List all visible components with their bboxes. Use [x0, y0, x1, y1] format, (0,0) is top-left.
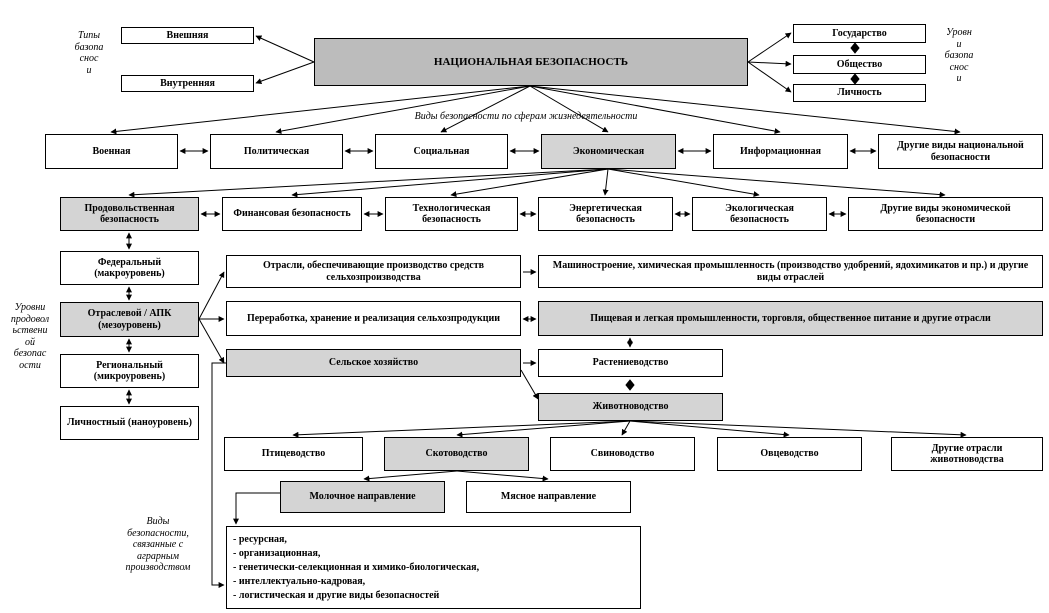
- connector-line: [747, 61, 792, 93]
- connector-line: [198, 318, 225, 364]
- agri-security-item: - генетически-селекционная и химико-биол…: [233, 561, 480, 573]
- food-level-industry: Отраслевой / АПК (мезоуровень): [60, 302, 199, 337]
- agri-security-item: - логистическая и другие виды безопаснос…: [233, 589, 440, 601]
- level-person: Личность: [793, 84, 926, 102]
- apk-supply-detail: Машиностроение, химическая промышленност…: [538, 255, 1043, 288]
- livestock-pig: Свиноводство: [550, 437, 695, 471]
- connector-line: [450, 168, 609, 198]
- sphere-military: Военная: [45, 134, 178, 169]
- sphere-economic: Экономическая: [541, 134, 676, 169]
- agri-security-item: - ресурсная,: [233, 533, 287, 545]
- connector-line: [128, 168, 609, 198]
- sphere-political: Политическая: [210, 134, 343, 169]
- connector-line: [292, 420, 631, 438]
- connector-line: [255, 61, 315, 84]
- apk-livestock: Животноводство: [538, 393, 723, 421]
- link-diamond: [850, 42, 860, 54]
- connector-line: [363, 470, 458, 482]
- agri-security-list: - ресурсная, - организационная, - генети…: [226, 526, 641, 609]
- cattle-meat: Мясное направление: [466, 481, 631, 513]
- food-level-regional: Региональный (микроуровень): [60, 354, 199, 388]
- sphere-other: Другие виды национальной безопасности: [878, 134, 1043, 169]
- connector-line: [198, 271, 225, 320]
- connector-line: [607, 168, 946, 198]
- connector-line: [456, 470, 549, 482]
- econ-food: Продовольственная безопасность: [60, 197, 199, 231]
- food-levels-caption: Уровни продовол ьствени ой безопас ости: [10, 302, 50, 371]
- link-diamond: [850, 73, 860, 85]
- connector-line: [520, 369, 539, 400]
- connector-line: [629, 420, 967, 438]
- econ-ecological: Экологическая безопасность: [692, 197, 827, 231]
- level-society: Общество: [793, 55, 926, 74]
- levels-caption: Уровн и базопа снос и: [944, 27, 974, 84]
- apk-processing: Переработка, хранение и реализация сельх…: [226, 301, 521, 336]
- connector-line: [529, 85, 961, 135]
- sphere-information: Информационная: [713, 134, 848, 169]
- apk-agriculture: Сельское хозяйство: [226, 349, 521, 377]
- connector-line: [211, 362, 226, 588]
- agri-security-item: - организационная,: [233, 547, 321, 559]
- national-security-title: НАЦИОНАЛЬНАЯ БЕЗОПАСНОСТЬ: [314, 38, 748, 86]
- type-internal: Внутренняя: [121, 75, 254, 92]
- livestock-other: Другие отрасли животноводства: [891, 437, 1043, 471]
- connector-line: [233, 492, 280, 525]
- connector-line: [440, 85, 531, 133]
- food-level-personal: Личностный (наноуровень): [60, 406, 199, 440]
- connector-line: [607, 168, 760, 198]
- econ-other: Другие виды экономической безопасности: [848, 197, 1043, 231]
- econ-technological: Технологическая безопасность: [385, 197, 518, 231]
- connector-line: [629, 420, 790, 438]
- agri-security-caption: Виды безопасности, связанные с аграрным …: [125, 516, 191, 573]
- link-diamond: [625, 379, 635, 391]
- connector-line: [621, 420, 631, 436]
- livestock-cattle: Скотоводство: [384, 437, 529, 471]
- connector-line: [747, 32, 792, 63]
- connector-line: [602, 168, 609, 196]
- cattle-dairy: Молочное направление: [280, 481, 445, 513]
- spheres-caption: Виды безопасности по сферам жизнедеятель…: [414, 111, 638, 122]
- food-level-federal: Федеральный (макроуровень): [60, 251, 199, 285]
- connector-line: [291, 168, 609, 198]
- connector-line: [529, 85, 609, 133]
- connector-line: [456, 420, 631, 438]
- sphere-social: Социальная: [375, 134, 508, 169]
- types-caption: Типы базопа снос и: [74, 30, 104, 76]
- apk-crop: Растениеводство: [538, 349, 723, 377]
- agri-security-item: - интеллектуально-кадровая,: [233, 575, 366, 587]
- connector-line: [255, 35, 315, 63]
- econ-financial: Финансовая безопасность: [222, 197, 362, 231]
- econ-energy: Энергетическая безопасность: [538, 197, 673, 231]
- livestock-sheep: Овцеводство: [717, 437, 862, 471]
- livestock-poultry: Птицеводство: [224, 437, 363, 471]
- type-external: Внешняя: [121, 27, 254, 44]
- connector-line: [275, 85, 531, 134]
- connector-line: [747, 60, 792, 67]
- apk-supply-industries: Отрасли, обеспечивающие производство сре…: [226, 255, 521, 288]
- connector-line: [529, 85, 781, 134]
- level-state: Государство: [793, 24, 926, 43]
- apk-processing-detail: Пищевая и легкая промышленности, торговл…: [538, 301, 1043, 336]
- connector-line: [110, 85, 531, 135]
